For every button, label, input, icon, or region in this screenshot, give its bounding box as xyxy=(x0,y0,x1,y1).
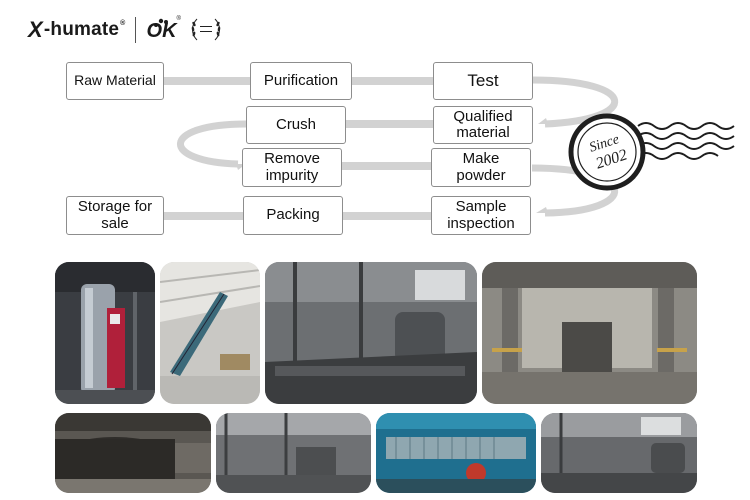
step-remove-impurity-line1: Remove xyxy=(264,150,320,168)
photo-boiler xyxy=(55,262,155,404)
step-remove-impurity: Remove impurity xyxy=(242,148,342,187)
ok-registered-mark: ® xyxy=(176,16,181,22)
header-logos: X -humate ® OK ® xyxy=(28,14,223,46)
photo-rotary-dryer xyxy=(55,413,211,493)
step-make-powder-line1: Make xyxy=(462,150,500,168)
stamp-ring xyxy=(568,113,646,191)
brand-prefix: X xyxy=(28,17,43,42)
step-qualified-material: Qualified material xyxy=(433,106,533,144)
step-qualified-material-line1: Qualified xyxy=(453,107,513,125)
connector-packing-storage xyxy=(164,212,244,220)
process-flow-connectors xyxy=(160,76,619,220)
step-sample-inspection: Sample inspection xyxy=(431,196,531,235)
step-sample-inspection-line2: inspection xyxy=(447,214,515,232)
connector-sample-packing xyxy=(343,212,433,220)
step-qualified-material-line2: material xyxy=(456,124,510,141)
connector-qualified-crush xyxy=(346,120,434,128)
connector-make-sample xyxy=(531,164,619,217)
step-test: Test xyxy=(433,62,533,100)
connector-raw-purification xyxy=(160,77,256,85)
step-raw-material: Raw Material xyxy=(66,62,164,100)
wreath-emblem xyxy=(189,15,223,45)
ok-logo-text: OK xyxy=(146,20,177,42)
brand-name: -humate xyxy=(43,19,120,40)
step-storage-line1: Storage for xyxy=(77,198,153,216)
connector-purification-test xyxy=(348,77,436,85)
photo-process-plant xyxy=(541,413,697,493)
ok-logo: OK ® xyxy=(145,16,181,44)
step-make-powder: Make powder xyxy=(431,148,531,187)
step-purification-label: Purification xyxy=(263,71,339,89)
photo-workshop-interior xyxy=(216,413,371,493)
since-2002-stamp: Since 2002 xyxy=(568,113,735,191)
step-test-label: Test xyxy=(467,70,499,90)
step-crush-label: Crush xyxy=(275,115,316,133)
step-sample-inspection-line1: Sample xyxy=(455,198,507,216)
laurel-wreath-icon xyxy=(191,18,220,41)
postmark-wave-lines xyxy=(637,122,735,160)
step-remove-impurity-line2: impurity xyxy=(265,166,319,184)
connector-remove-make xyxy=(342,162,432,170)
step-make-powder-line2: powder xyxy=(456,166,506,184)
step-purification: Purification xyxy=(250,62,352,100)
connector-crush-remove xyxy=(177,120,247,168)
step-crush: Crush xyxy=(246,106,346,144)
header-divider xyxy=(134,17,136,43)
brand-registered-mark: ® xyxy=(120,19,126,27)
photo-filter-press xyxy=(376,413,536,493)
photo-production-hall xyxy=(482,262,697,404)
photo-factory-tanks xyxy=(265,262,477,404)
xhumate-logo: X -humate ® xyxy=(28,17,126,43)
ok-logo-icon xyxy=(153,18,168,27)
connector-test-qualified xyxy=(531,76,619,128)
step-packing: Packing xyxy=(243,196,343,235)
photo-conveyor-warehouse xyxy=(160,262,260,404)
step-storage-line2: sale xyxy=(101,214,129,232)
step-raw-material-label: Raw Material xyxy=(74,72,156,89)
step-packing-label: Packing xyxy=(266,206,320,224)
step-storage-for-sale: Storage for sale xyxy=(66,196,164,235)
